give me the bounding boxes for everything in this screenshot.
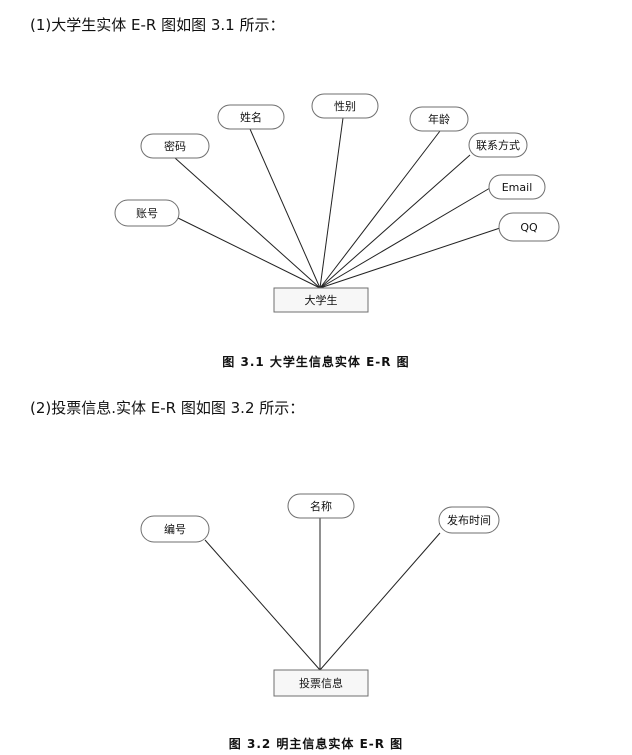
attr-node-email: Email bbox=[488, 174, 546, 200]
link-1-4 bbox=[319, 130, 441, 289]
diagram-2-attributes: 编号 名称 发布时间 bbox=[140, 493, 500, 543]
link-1-0 bbox=[177, 217, 321, 289]
attr-node-id: 编号 bbox=[140, 515, 210, 543]
attr-node-publish-time: 发布时间 bbox=[438, 506, 500, 534]
figure-3-1-caption: 图 3.1 大学生信息实体 E-R 图 bbox=[222, 355, 410, 369]
link-2-2 bbox=[319, 532, 441, 671]
attr-node-age: 年龄 bbox=[409, 106, 469, 132]
attr-label-name: 姓名 bbox=[240, 110, 262, 124]
diagram-1-attributes: 账号 密码 姓名 性别 年龄 联系方式 Email QQ bbox=[114, 93, 560, 242]
attr-label-age: 年龄 bbox=[428, 112, 450, 126]
attr-label-title: 名称 bbox=[310, 499, 332, 513]
entity-node-student: 大学生 bbox=[273, 287, 369, 313]
link-1-1 bbox=[174, 157, 321, 289]
attr-label-qq: QQ bbox=[520, 221, 538, 234]
attr-label-contact: 联系方式 bbox=[476, 138, 520, 152]
attr-label-id: 编号 bbox=[164, 522, 186, 536]
attr-label-password: 密码 bbox=[164, 139, 186, 153]
diagram-2-links bbox=[204, 518, 441, 671]
attr-label-publish-time: 发布时间 bbox=[447, 513, 491, 527]
diagram-1-links bbox=[174, 117, 501, 289]
entity-label-vote-info: 投票信息 bbox=[299, 676, 343, 690]
link-1-3 bbox=[319, 117, 344, 289]
attr-node-name: 姓名 bbox=[217, 104, 285, 130]
link-2-0 bbox=[204, 539, 321, 671]
link-1-5 bbox=[319, 154, 471, 289]
figure-3-2-caption: 图 3.2 明主信息实体 E-R 图 bbox=[228, 737, 404, 751]
attr-node-qq: QQ bbox=[498, 212, 560, 242]
attr-node-account: 账号 bbox=[114, 199, 180, 227]
entity-label-student: 大学生 bbox=[305, 293, 338, 307]
link-1-7 bbox=[319, 227, 501, 289]
attr-label-account: 账号 bbox=[136, 207, 158, 220]
attr-node-password: 密码 bbox=[140, 133, 210, 159]
attr-label-email: Email bbox=[502, 181, 533, 194]
attr-label-gender: 性别 bbox=[334, 99, 356, 113]
attr-node-contact: 联系方式 bbox=[468, 132, 528, 158]
section-2-heading: (2)投票信息.实体 E-R 图如图 3.2 所示： bbox=[30, 399, 305, 417]
attr-node-gender: 性别 bbox=[311, 93, 379, 119]
section-1-heading: (1)大学生实体 E-R 图如图 3.1 所示： bbox=[30, 16, 285, 34]
attr-node-title: 名称 bbox=[287, 493, 355, 519]
link-1-2 bbox=[249, 128, 321, 289]
entity-node-vote-info: 投票信息 bbox=[273, 669, 369, 697]
link-1-6 bbox=[319, 187, 491, 289]
